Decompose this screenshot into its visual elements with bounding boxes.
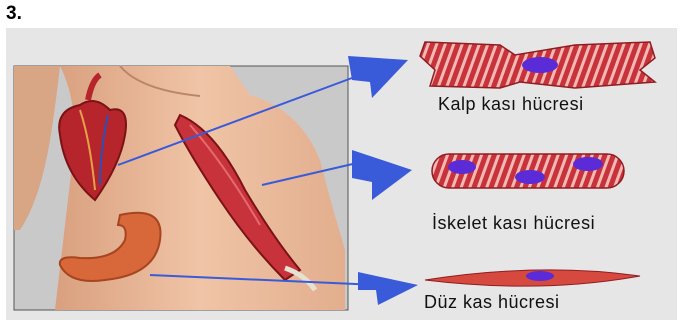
skeletal-muscle-cell <box>432 154 624 188</box>
skeletal-nucleus-2 <box>515 170 545 184</box>
arrow-icon-smooth <box>358 272 418 305</box>
smooth-muscle-cell <box>425 270 640 286</box>
label-skeletal-cell: İskelet kası hücresi <box>432 213 595 234</box>
cardiac-nucleus <box>522 57 558 73</box>
smooth-nucleus <box>526 271 554 281</box>
label-smooth-cell: Düz kas hücresi <box>424 292 560 313</box>
arrow-icon-skeletal <box>352 150 412 200</box>
cardiac-muscle-cell <box>420 42 655 88</box>
skeletal-nucleus-1 <box>448 160 476 174</box>
arrow-icon-cardiac <box>348 56 408 98</box>
skeletal-nucleus-3 <box>573 157 603 171</box>
label-cardiac-cell: Kalp kası hücresi <box>438 94 584 115</box>
